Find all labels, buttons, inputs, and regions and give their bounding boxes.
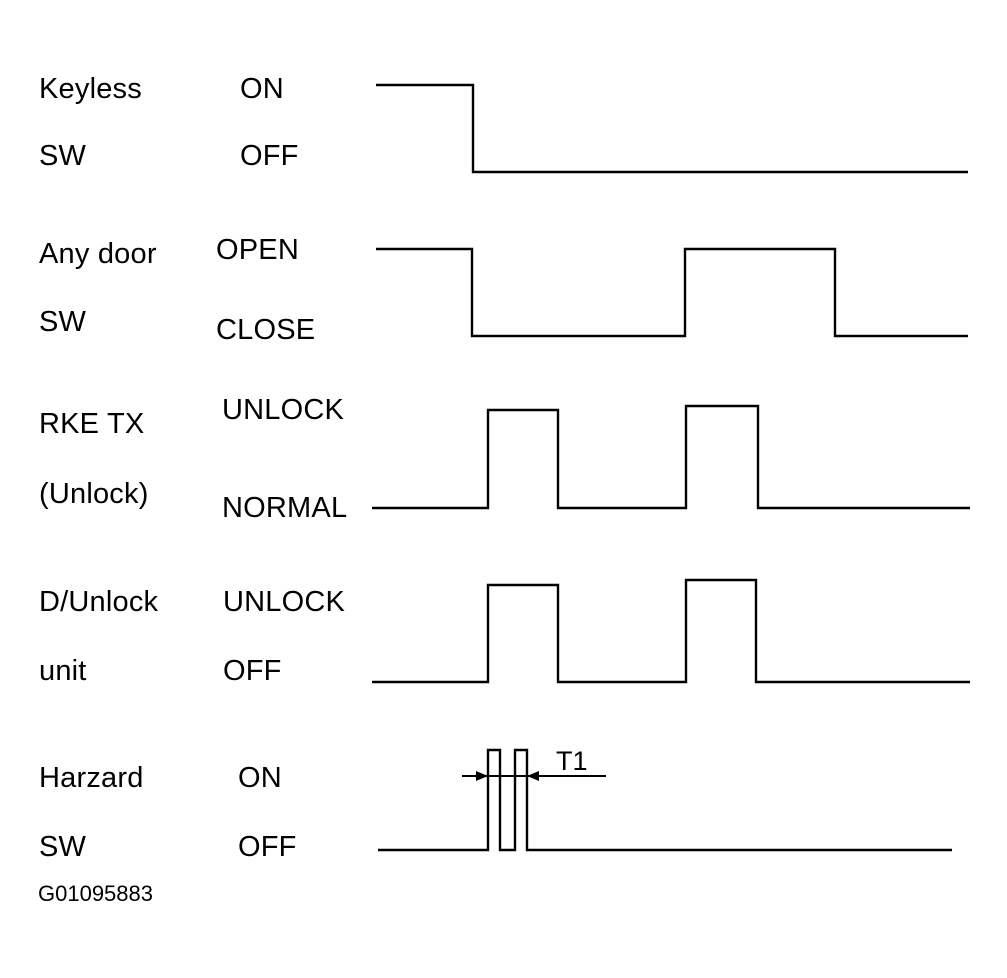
state-label-hazard-low: OFF <box>238 831 297 863</box>
signal-name-rke-tx-line2: (Unlock) <box>39 478 149 510</box>
signal-name-hazard: Harzard <box>39 762 144 794</box>
state-label-d-unlock-high: UNLOCK <box>223 586 346 618</box>
signal-name-hazard-line2: SW <box>39 831 87 863</box>
state-label-hazard-high: ON <box>238 762 282 794</box>
signal-name-any-door: Any door <box>39 238 157 270</box>
waveform-d-unlock-unit <box>372 578 970 684</box>
waveform-hazard-sw <box>378 748 952 852</box>
state-label-rke-tx-low: NORMAL <box>222 492 348 524</box>
waveform-keyless-sw <box>376 83 968 174</box>
signal-name-d-unlock-line2: unit <box>39 655 87 687</box>
t1-arrow-left-icon <box>527 771 539 781</box>
waveform-rke-tx-unlock <box>372 404 970 510</box>
waveform-any-door-sw <box>376 247 968 338</box>
state-label-any-door-high: OPEN <box>216 234 299 266</box>
state-label-rke-tx-high: UNLOCK <box>222 394 345 426</box>
figure-id: G01095883 <box>38 881 153 906</box>
signal-name-keyless-line2: SW <box>39 140 87 172</box>
t1-label: T1 <box>556 746 588 776</box>
state-label-d-unlock-low: OFF <box>223 655 282 687</box>
signal-name-keyless: Keyless <box>39 73 142 105</box>
signal-name-any-door-line2: SW <box>39 306 87 338</box>
t1-dimension-marker <box>462 771 606 781</box>
signal-name-d-unlock: D/Unlock <box>39 586 159 618</box>
state-label-any-door-low: CLOSE <box>216 314 316 346</box>
state-label-keyless-low: OFF <box>240 140 299 172</box>
t1-arrow-right-icon <box>476 771 488 781</box>
state-label-keyless-high: ON <box>240 73 284 105</box>
signal-name-rke-tx: RKE TX <box>39 408 145 440</box>
